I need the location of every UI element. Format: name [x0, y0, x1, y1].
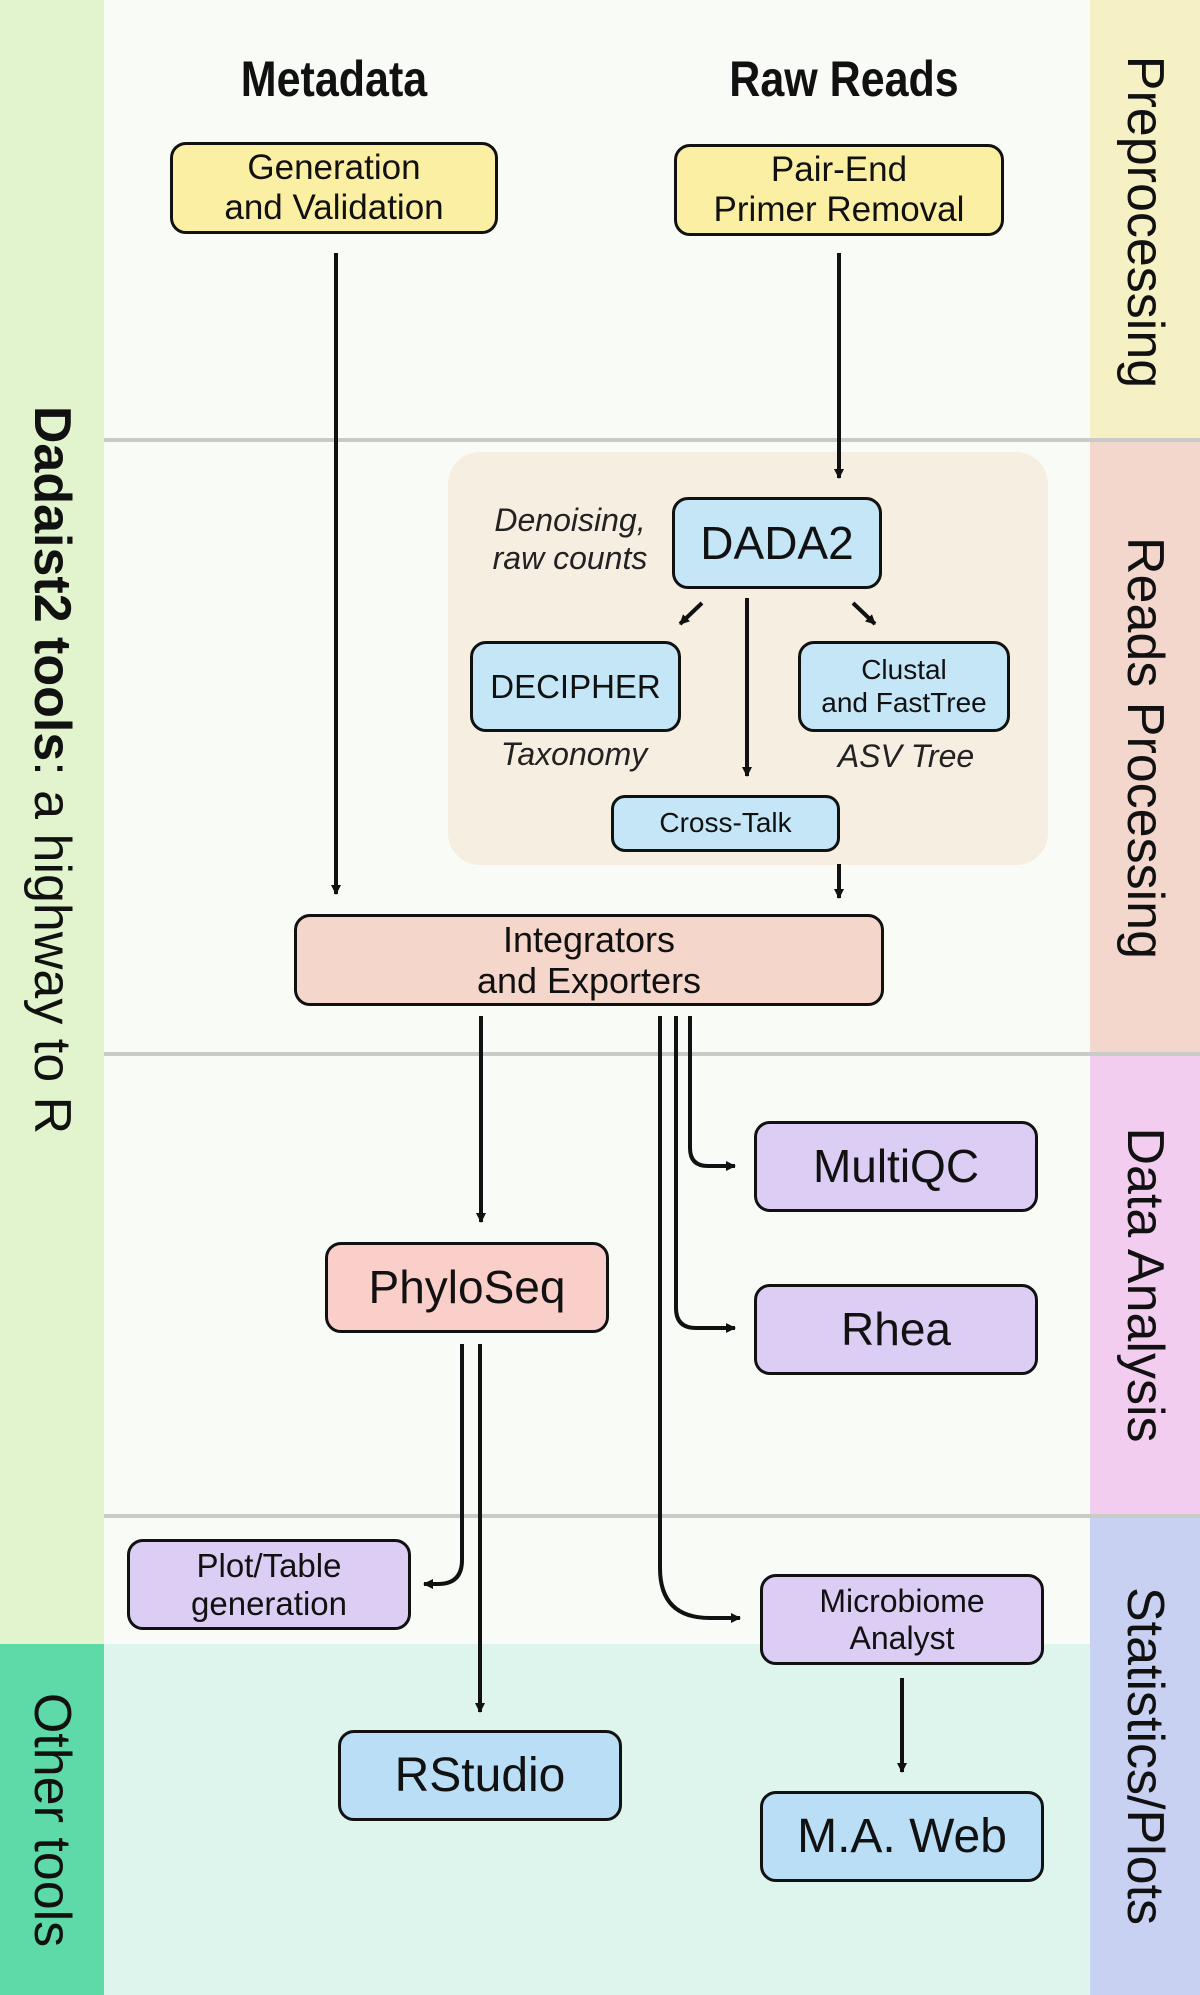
multiqc-node: MultiQC	[754, 1121, 1038, 1212]
right-band-reads-processing	[1090, 440, 1200, 1054]
separator-3	[104, 1514, 1200, 1518]
arrow-phyloseq-to-plot-table	[423, 1344, 464, 1589]
plot-table-line-1: Plot/Table	[196, 1546, 342, 1584]
primer-removal-line-2: Primer Removal	[713, 190, 965, 229]
arrow-dada2-to-decipher	[678, 601, 704, 626]
right-band-data-analysis	[1090, 1054, 1200, 1516]
denoising-annotation: Denoising,raw counts	[470, 502, 670, 578]
separator-2	[104, 1052, 1200, 1056]
raw-reads-header: Raw Reads	[729, 51, 959, 107]
integrators-line-2: and Exporters	[476, 960, 702, 1001]
rhea-node: Rhea	[754, 1284, 1038, 1375]
integrators-line-1: Integrators	[502, 918, 676, 960]
left-band-other	[0, 1644, 104, 1995]
arrow-integrators-to-microbiome	[658, 1016, 741, 1623]
microbiome-line-1: Microbiome	[819, 1582, 985, 1619]
right-band-preprocessing	[1090, 0, 1200, 440]
right-band-statistics	[1090, 1516, 1200, 1995]
generation-line-1: Generation	[247, 147, 421, 187]
dada2-node: DADA2	[672, 497, 882, 589]
metadata-header: Metadata	[240, 51, 428, 107]
denoising-line-1: Denoising,	[494, 502, 646, 538]
arrow-dada2-to-clustal	[851, 601, 877, 626]
arrow-integrators-to-rhea	[674, 1016, 736, 1333]
primer-removal-line-1: Pair-End	[770, 149, 908, 189]
plot-table-line-2: generation	[191, 1584, 347, 1622]
arrow-integrators-to-multiqc	[688, 1016, 736, 1171]
ma-web-node: M.A. Web	[760, 1791, 1044, 1882]
rstudio-node: RStudio	[338, 1730, 622, 1821]
clustal-line-2: and FastTree	[821, 686, 987, 718]
asv-tree-annotation: ASV Tree	[837, 738, 975, 774]
phyloseq-node: PhyloSeq	[325, 1242, 609, 1333]
microbiome-line-2: Analyst	[849, 1619, 955, 1656]
separator-1	[104, 438, 1200, 442]
cross-talk-node: Cross-Talk	[611, 795, 840, 852]
left-band-dadaist	[0, 0, 104, 1644]
generation-line-2: and Validation	[224, 188, 444, 227]
clustal-line-1: Clustal	[861, 654, 947, 686]
denoising-line-2: raw counts	[492, 539, 648, 576]
taxonomy-annotation: Taxonomy	[500, 736, 648, 772]
decipher-node: DECIPHER	[470, 641, 681, 732]
